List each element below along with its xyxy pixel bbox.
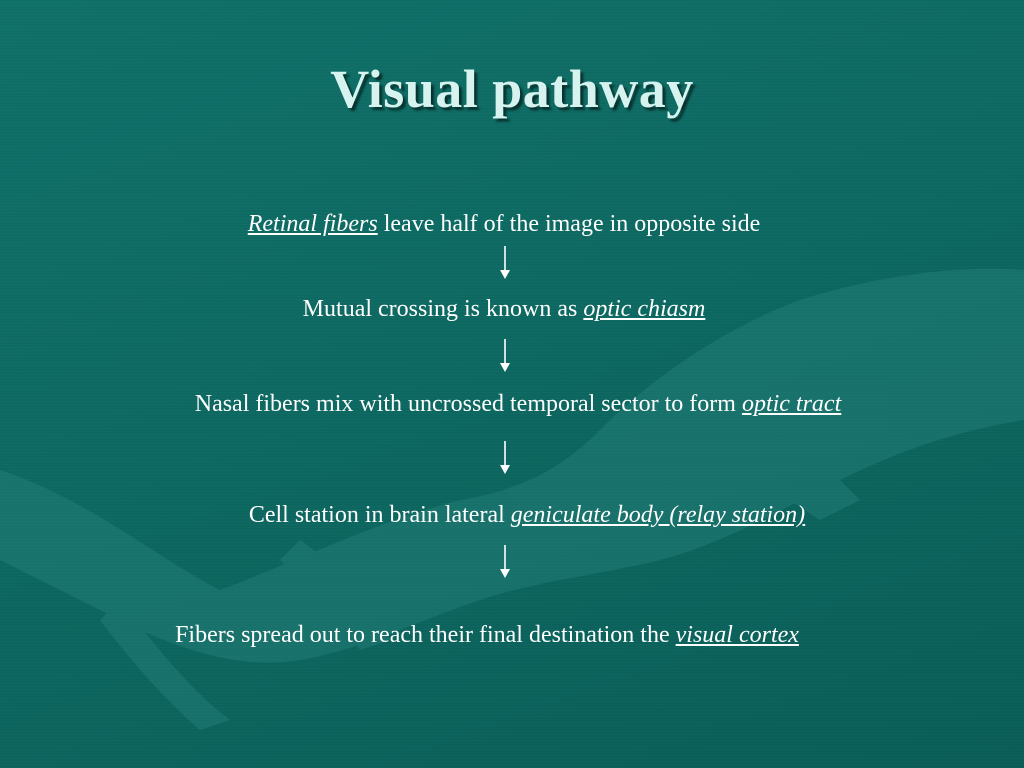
step-prefix: Mutual crossing is known as xyxy=(302,296,584,322)
slide-title: Visual pathway xyxy=(330,59,694,119)
term-optic-tract: optic tract xyxy=(741,391,842,417)
down-arrow-icon xyxy=(500,545,510,578)
step-retinal-fibers: Retinal fibers leave half of the image i… xyxy=(248,211,761,238)
term-retinal-fibers: Retinal fibers xyxy=(247,211,378,237)
step-prefix: Fibers spread out to reach their final d… xyxy=(175,622,676,648)
step-suffix: leave half of the image in opposite side xyxy=(377,211,761,237)
term-geniculate-body: geniculate body (relay station) xyxy=(510,502,806,528)
step-visual-cortex: Fibers spread out to reach their final d… xyxy=(175,622,799,649)
step-optic-chiasm: Mutual crossing is known as optic chiasm xyxy=(303,296,706,323)
down-arrow-icon xyxy=(500,339,510,372)
down-arrow-icon xyxy=(500,441,510,474)
term-optic-chiasm: optic chiasm xyxy=(583,296,706,322)
term-visual-cortex: visual cortex xyxy=(675,622,799,648)
step-prefix: Nasal fibers mix with uncrossed temporal… xyxy=(194,391,742,417)
down-arrow-icon xyxy=(500,246,510,279)
step-geniculate-body: Cell station in brain lateral geniculate… xyxy=(249,502,805,529)
step-optic-tract: Nasal fibers mix with uncrossed temporal… xyxy=(195,391,842,418)
step-prefix: Cell station in brain lateral xyxy=(248,502,511,528)
